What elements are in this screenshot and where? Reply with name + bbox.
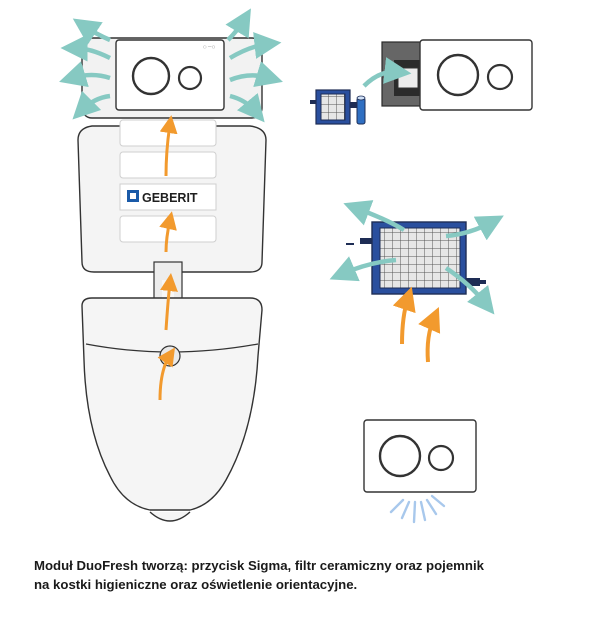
odor-air-arrows	[392, 286, 441, 363]
geberit-logo-text: GEBERIT	[142, 191, 198, 205]
duofresh-illustration: GEBERIT ○ —○	[59, 8, 533, 524]
orientation-light-view	[363, 419, 477, 524]
plate-marker: ○ —○	[203, 44, 216, 49]
flush-button-large	[131, 56, 171, 96]
flush-button-small	[177, 65, 203, 91]
geberit-logo: GEBERIT	[119, 183, 217, 211]
flush-plate-main: ○ —○	[115, 39, 225, 111]
caption: Moduł DuoFresh tworzą: przycisk Sigma, f…	[34, 556, 574, 594]
fresh-air-arrows-left	[59, 18, 112, 120]
cassette-insertion-view	[310, 39, 533, 125]
toilet-assembly: GEBERIT ○ —○	[59, 8, 283, 522]
caption-line-2: na kostki higieniczne oraz oświetlenie o…	[34, 577, 358, 592]
toilet-bowl	[81, 297, 263, 511]
filtered-air-arrows	[329, 200, 504, 315]
hygiene-cube-container	[356, 95, 366, 125]
filter-cassette-small	[310, 89, 358, 125]
fresh-air-arrows-right	[225, 8, 283, 123]
light-rays	[389, 494, 446, 524]
ceramic-filter-view	[329, 200, 504, 363]
caption-line-1: Moduł DuoFresh tworzą: przycisk Sigma, f…	[34, 558, 484, 573]
bowl-base	[149, 511, 191, 522]
